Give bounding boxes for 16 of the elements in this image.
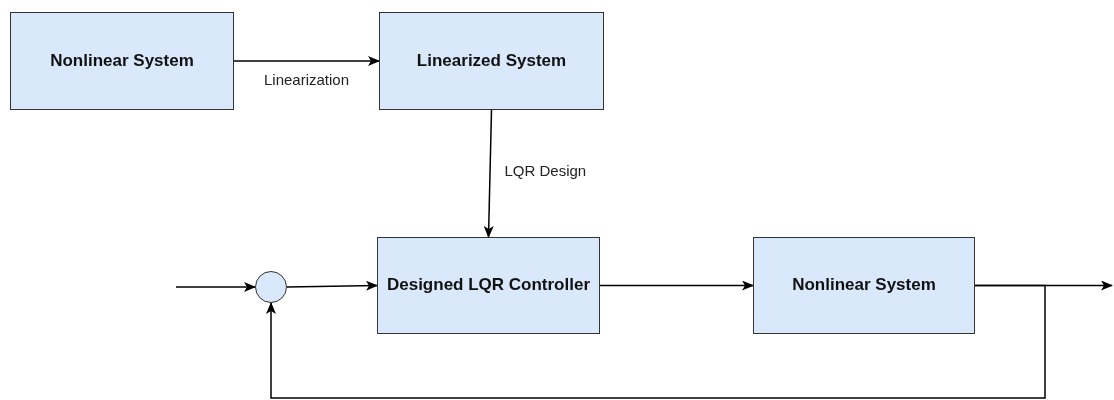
arrow [599, 280, 754, 291]
block-box [10, 12, 234, 110]
block-box [753, 237, 975, 334]
arrow [233, 56, 380, 66]
block-box [377, 237, 600, 334]
block-label: Nonlinear System [792, 274, 936, 297]
block-label: Linearized System [416, 49, 567, 72]
arrow [483, 109, 494, 238]
block-label: Nonlinear System [50, 49, 194, 72]
arrow [286, 280, 378, 291]
arrow [175, 282, 256, 292]
block-label: Designed LQR Controller [386, 274, 591, 297]
arrow [266, 284, 1046, 399]
block-box [379, 12, 604, 110]
edge-label: Linearization [263, 71, 351, 88]
summing-junction [255, 271, 287, 303]
